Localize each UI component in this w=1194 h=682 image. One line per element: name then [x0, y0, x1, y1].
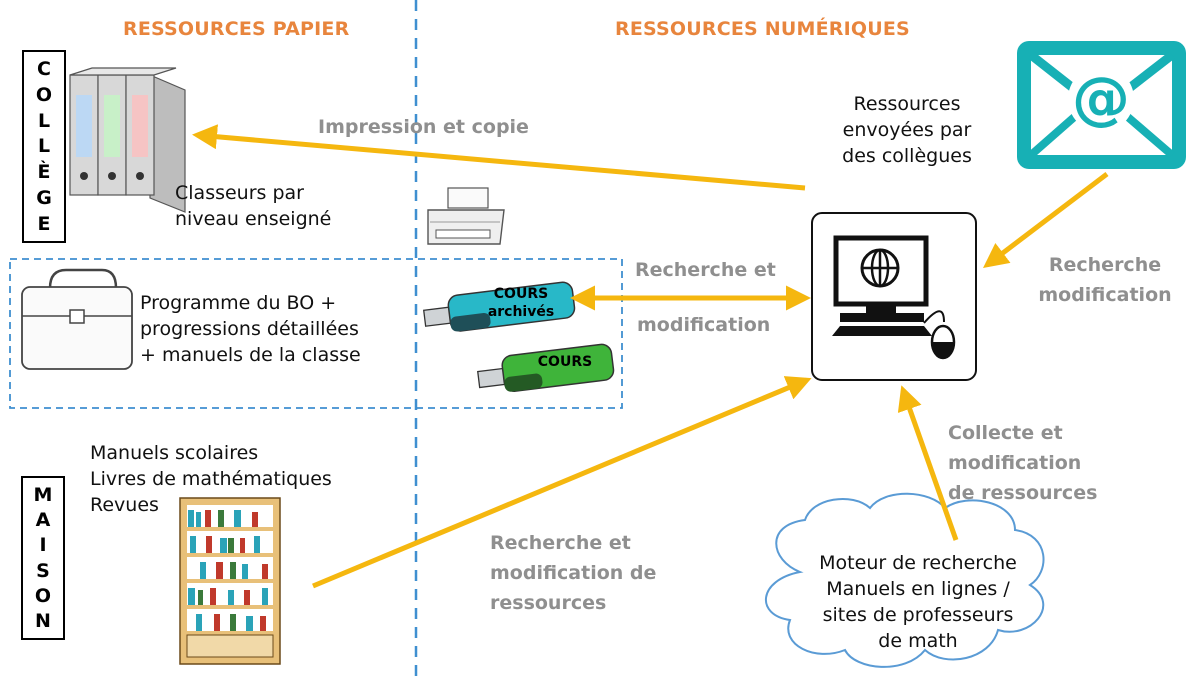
usb-key-icon	[477, 343, 615, 392]
arrow-email	[983, 172, 1109, 269]
svg-text:@: @	[1072, 64, 1130, 132]
paper-resources-header: RESSOURCES PAPIER	[123, 18, 350, 40]
maison-letter: I	[39, 534, 47, 557]
classroom-frame	[9, 258, 623, 409]
email-icon: @	[1017, 41, 1186, 169]
usb-archived-label: COURS archivés	[487, 286, 555, 320]
digital-resources-header: RESSOURCES NUMÉRIQUES	[615, 18, 910, 40]
briefcase-icon	[21, 268, 133, 370]
maison-label: M A I S O N	[21, 476, 65, 640]
emailed-resources-label: Ressources envoyées par des collègues	[842, 93, 972, 167]
cloud-icon	[764, 492, 1045, 668]
college-letter: L	[37, 135, 51, 158]
maison-letter: S	[36, 559, 50, 582]
college-letter: C	[37, 57, 51, 80]
email-arrow-label: Recherche modification	[1038, 254, 1172, 306]
programme-label: Programme du BO + progressions détaillée…	[140, 292, 361, 366]
usb-arrow-label-top: Recherche et	[635, 259, 776, 281]
home-books-label: Manuels scolaires Livres de mathématique…	[90, 442, 332, 516]
maison-letter: O	[34, 584, 52, 607]
usb-arrow-label-bottom: modification	[637, 314, 771, 336]
collect-arrow-label: Collecte et modification de ressources	[948, 422, 1098, 504]
search-engine-label: Moteur de recherche Manuels en lignes / …	[819, 552, 1017, 652]
arrow-print	[192, 124, 806, 191]
usb-current-label: COURS	[537, 354, 593, 370]
college-letter: E	[37, 212, 51, 235]
printer-icon	[427, 187, 505, 245]
maison-letter: M	[33, 483, 53, 506]
bookshelf-icon	[179, 497, 281, 665]
binders-icon	[69, 67, 186, 213]
computer-icon	[811, 212, 977, 381]
college-label: C O L L È G E	[22, 50, 66, 243]
home-arrow-label: Recherche et modification de ressources	[490, 532, 657, 614]
maison-letter: N	[35, 610, 51, 633]
college-letter: O	[35, 83, 53, 106]
college-letter: G	[36, 187, 52, 210]
arrow-home	[312, 376, 812, 589]
print-arrow-label: Impression et copie	[318, 116, 529, 138]
college-letter: È	[37, 161, 51, 184]
arrow-collect	[897, 385, 959, 541]
binders-label: Classeurs par niveau enseigné	[175, 182, 332, 230]
maison-letter: A	[35, 508, 51, 531]
college-letter: L	[37, 109, 51, 132]
